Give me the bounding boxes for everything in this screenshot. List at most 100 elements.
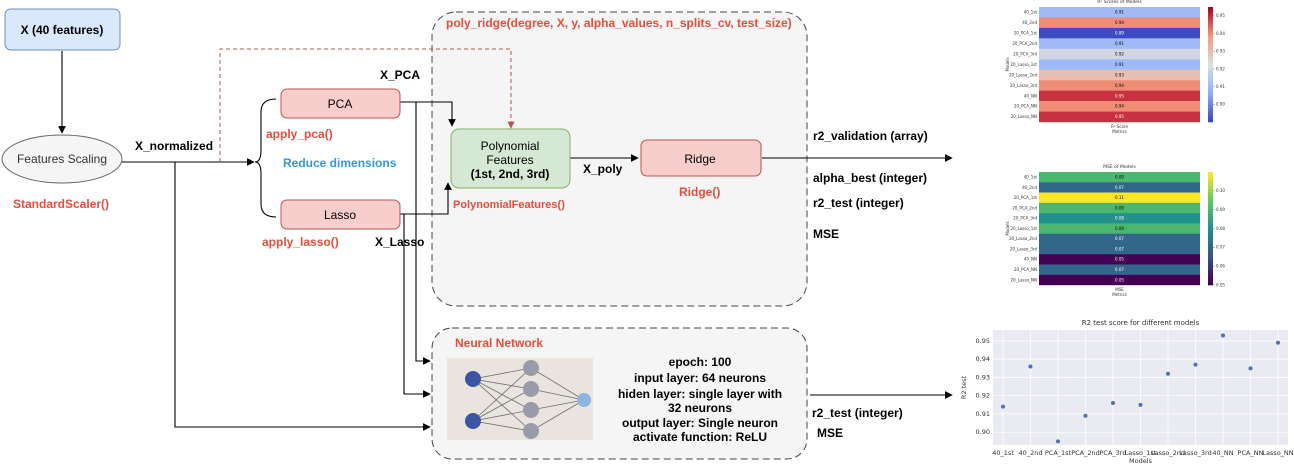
heatmap-value: 0.94 (1115, 104, 1124, 109)
colorbar-segment (1208, 205, 1213, 210)
colorbar-segment (1208, 70, 1213, 74)
x-lasso-label: X_Lasso (375, 235, 424, 249)
reduce-dimensions-label: Reduce dimensions (283, 156, 397, 170)
nn-input-neuron (465, 413, 481, 429)
colorbar-segment (1208, 253, 1213, 258)
x-pca-label: X_PCA (380, 68, 420, 82)
colorbar-segment (1208, 265, 1213, 269)
heatmap-row-label: 20_Lasso_1st (1010, 226, 1037, 231)
mse-heatmap-chart: MSE of Models0.0940_1st0.0740_2nd0.1120_… (1005, 164, 1225, 297)
heatmap-value: 0.89 (1115, 31, 1124, 36)
scatter-xtick-label: PCA_NN (1238, 449, 1264, 457)
colorbar-segment (1208, 276, 1213, 280)
colorbar-segment (1208, 32, 1213, 37)
heatmap-value: 0.94 (1115, 83, 1124, 88)
heatmap-xlabel: Metrics (1112, 129, 1127, 134)
scatter-title: R2 test score for different models (1082, 319, 1200, 327)
heatmap-cell (1039, 38, 1200, 50)
scatter-xtick-label: Lasso_3rd (1179, 449, 1211, 457)
colorbar-segment (1208, 222, 1213, 226)
colorbar-segment (1208, 21, 1213, 25)
scatter-point (1083, 413, 1088, 418)
scatter-ytick-label: 0.91 (976, 410, 990, 418)
colorbar-tick-label: 0.07 (1216, 245, 1225, 250)
scatter-ytick-label: 0.90 (976, 428, 990, 436)
heatmap-row-label: 40_NN (1024, 93, 1037, 98)
heatmap-value: 0.07 (1115, 236, 1124, 241)
nn-input-neuron (465, 371, 481, 387)
colorbar-segment (1208, 208, 1213, 212)
features-scaling-label: Features Scaling (17, 152, 107, 166)
scatter-point (1166, 371, 1170, 376)
colorbar-tick-label: 0.08 (1216, 226, 1225, 231)
heatmap-row-label: 40_2nd (1022, 185, 1037, 190)
colorbar-segment (1208, 203, 1213, 207)
heatmap-ylabel: Models (1005, 57, 1010, 71)
heatmap-value: 0.11 (1115, 195, 1124, 200)
heatmap-row-label: 20_PCA_3rd (1013, 51, 1037, 56)
colorbar-segment (1208, 110, 1213, 114)
ridge-func-label: Ridge() (679, 185, 720, 199)
colorbar-segment (1208, 53, 1213, 57)
heatmap-xlabel: Metrics (1112, 292, 1127, 297)
scatter-xtick-label: Lasso_2nd (1151, 449, 1185, 457)
colorbar-segment (1208, 73, 1213, 77)
colorbar-segment (1208, 262, 1213, 266)
scatter-xtick-label: PCA_1st (1045, 449, 1072, 457)
colorbar-segment (1208, 38, 1213, 42)
normalized-to-nn-arrow (174, 162, 431, 431)
colorbar-segment (1208, 180, 1213, 184)
colorbar-segment (1208, 191, 1213, 195)
colorbar-segment (1208, 279, 1213, 283)
pca-label: PCA (328, 97, 353, 111)
x-poly-label: X_poly (583, 162, 623, 176)
colorbar-segment (1208, 248, 1213, 252)
colorbar-segment (1208, 44, 1213, 48)
colorbar-segment (1208, 188, 1213, 193)
scatter-point (1276, 340, 1280, 345)
colorbar-segment (1208, 113, 1213, 117)
colorbar-segment (1208, 256, 1213, 260)
heatmap-cell (1039, 101, 1200, 112)
mse-output: MSE (813, 227, 839, 241)
colorbar-segment (1208, 81, 1213, 85)
colorbar-segment (1208, 78, 1213, 83)
heatmap-row-label: 20_PCA_1st (1014, 31, 1038, 36)
nn-desc-line-5: output layer: Single neuron (622, 416, 778, 430)
colorbar-segment (1208, 9, 1213, 14)
input-features-label: X (40 features) (21, 23, 104, 37)
ridge-label: Ridge (684, 152, 716, 166)
colorbar-segment (1208, 104, 1213, 108)
lasso-to-nn-arrow (400, 213, 431, 398)
heatmap-title: MSE of Models (1103, 164, 1136, 170)
scatter-ytick-label: 0.93 (976, 373, 990, 381)
heatmap-row-label: 40_2nd (1022, 20, 1037, 25)
heatmap-cell (1039, 274, 1200, 286)
heatmap-cell (1039, 90, 1200, 102)
apply-pca-label: apply_pca() (266, 127, 333, 141)
colorbar-segment (1208, 30, 1213, 34)
heatmap-row-label: 20_Lasso_3rd (1010, 83, 1038, 88)
colorbar-tick-label: 0.92 (1216, 66, 1225, 71)
scatter-ytick-label: 0.92 (976, 392, 990, 400)
colorbar-tick-label: 0.90 (1216, 102, 1225, 107)
colorbar-tick-label: 0.91 (1216, 84, 1225, 89)
colorbar-segment (1208, 231, 1213, 235)
heatmap-value: 0.05 (1115, 257, 1124, 262)
nn-desc-line-4: 32 neurons (668, 401, 732, 415)
input-features-box (4, 8, 121, 51)
nn-hidden-neuron (523, 360, 539, 376)
heatmap-row-label: 20_PCA_1st (1014, 195, 1038, 200)
r2-test-output: r2_test (integer) (813, 196, 904, 210)
nn-hidden-neuron (523, 423, 539, 439)
scatter-point (1248, 366, 1253, 371)
lasso-box (280, 199, 401, 230)
colorbar-segment (1208, 99, 1213, 103)
colorbar-segment (1208, 15, 1213, 19)
colorbar-segment (1208, 67, 1213, 71)
heatmap-title: R² Scores of Models (1097, 0, 1142, 5)
heatmap-cell (1039, 243, 1200, 255)
colorbar-segment (1208, 24, 1213, 28)
heatmap-value: 0.08 (1115, 216, 1124, 221)
